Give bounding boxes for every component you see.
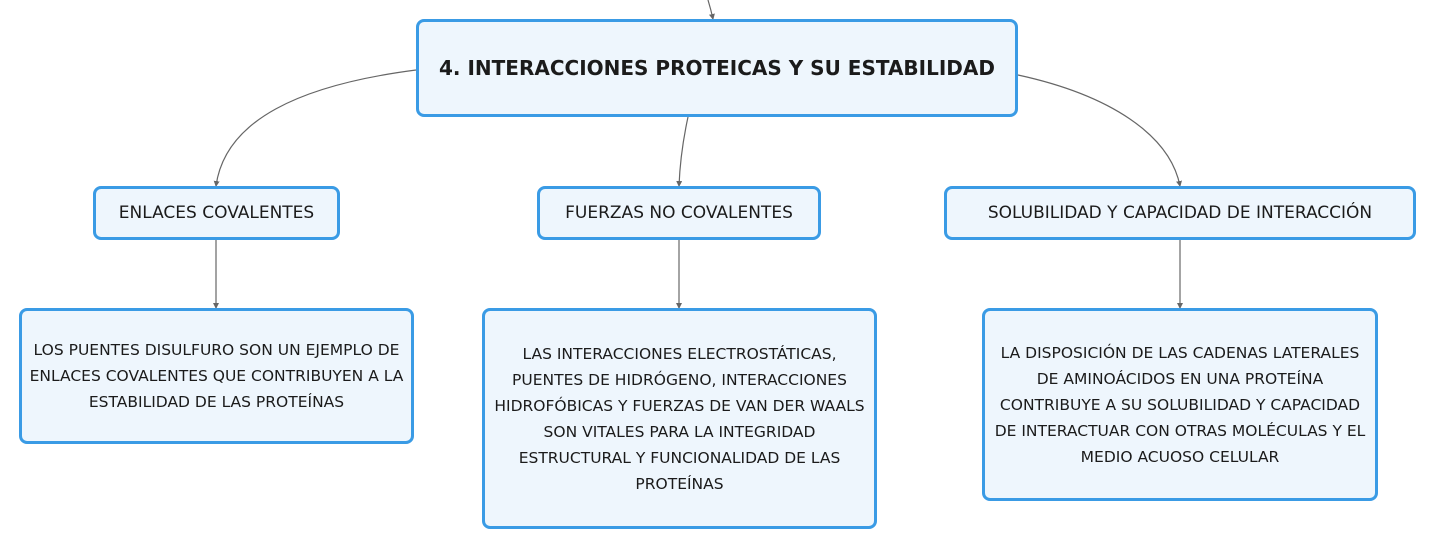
- connector-root-to-fuerzas-no-covalentes: [676, 116, 689, 187]
- topic-label: SOLUBILIDAD Y CAPACIDAD DE INTERACCIÓN: [987, 203, 1373, 223]
- root-topic-node[interactable]: 4. INTERACCIONES PROTEICAS Y SU ESTABILI…: [416, 19, 1018, 117]
- topic-node-enlaces-covalentes[interactable]: ENLACES COVALENTES: [93, 186, 340, 240]
- detail-node-solubilidad[interactable]: LA DISPOSICIÓN DE LAS CADENAS LATERALES …: [982, 308, 1378, 501]
- detail-text: LOS PUENTES DISULFURO SON UN EJEMPLO DE …: [29, 341, 404, 411]
- topic-node-solubilidad[interactable]: SOLUBILIDAD Y CAPACIDAD DE INTERACCIÓN: [944, 186, 1416, 240]
- detail-node-fuerzas-no-covalentes[interactable]: LAS INTERACCIONES ELECTROSTÁTICAS, PUENT…: [482, 308, 877, 529]
- incoming-connector: [707, 0, 715, 20]
- detail-text: LAS INTERACCIONES ELECTROSTÁTICAS, PUENT…: [494, 344, 865, 493]
- detail-text: LA DISPOSICIÓN DE LAS CADENAS LATERALES …: [994, 343, 1366, 466]
- connector-root-to-enlaces-covalentes: [213, 69, 417, 187]
- root-topic-title: 4. INTERACCIONES PROTEICAS Y SU ESTABILI…: [439, 56, 995, 80]
- topic-node-fuerzas-no-covalentes[interactable]: FUERZAS NO COVALENTES: [537, 186, 821, 240]
- topic-label: ENLACES COVALENTES: [118, 203, 315, 223]
- detail-node-enlaces-covalentes[interactable]: LOS PUENTES DISULFURO SON UN EJEMPLO DE …: [19, 308, 414, 444]
- topic-label: FUERZAS NO COVALENTES: [565, 203, 793, 223]
- connector-root-to-solubilidad: [1017, 74, 1182, 187]
